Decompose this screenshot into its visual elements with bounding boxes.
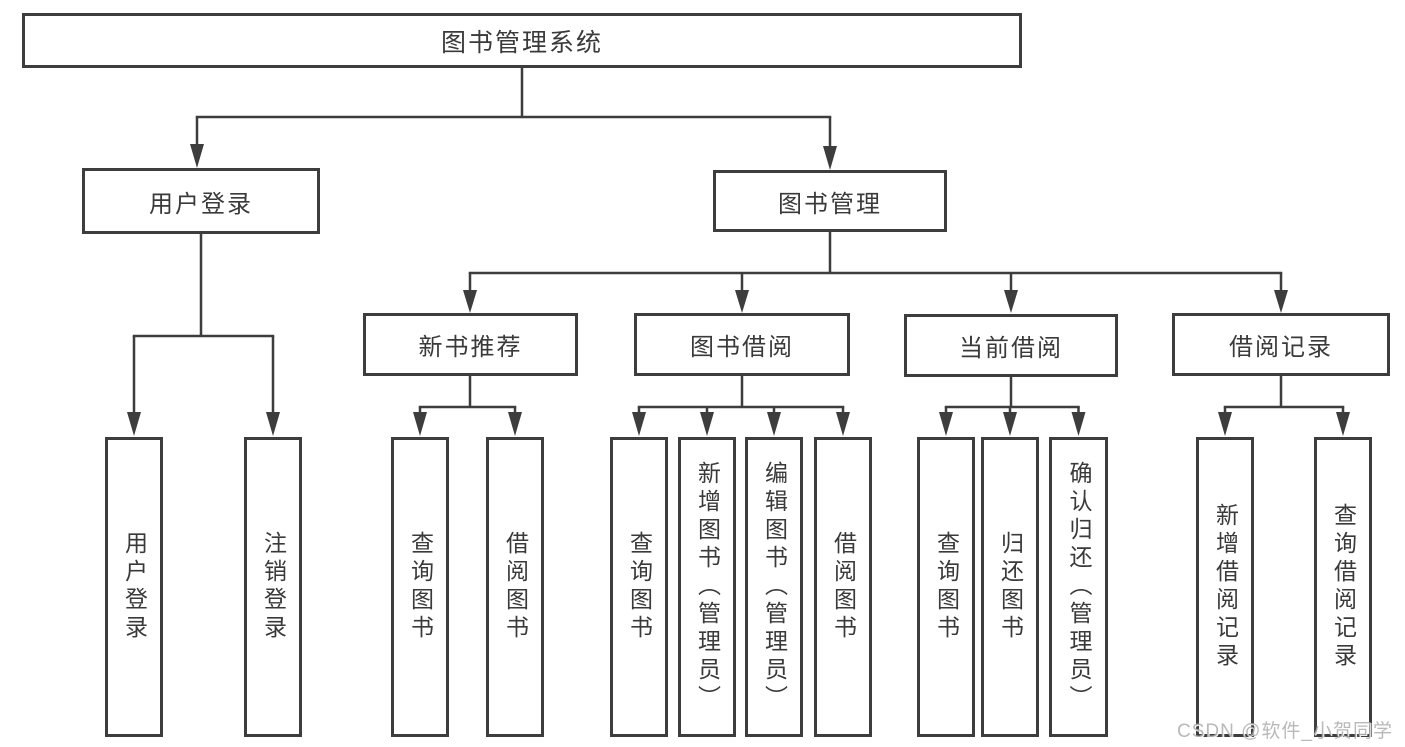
node-leaf-confirm-return-admin: 确认归还（管理员）: [1049, 437, 1108, 737]
node-leaf-query-books-3-label: 查询图书: [933, 531, 960, 643]
node-leaf-edit-books-admin-label: 编辑图书（管理员）: [761, 461, 788, 713]
node-leaf-borrow-books-2-label: 借阅图书: [830, 531, 857, 643]
node-user-login: 用户登录: [82, 168, 320, 234]
node-leaf-edit-books-admin: 编辑图书（管理员）: [745, 437, 803, 737]
node-leaf-query-books-2: 查询图书: [610, 437, 668, 737]
watermark-text: CSDN @软件_小贺同学: [1177, 721, 1393, 742]
node-borrowing-records-label: 借阅记录: [1229, 334, 1333, 361]
node-leaf-query-books-1-label: 查询图书: [407, 531, 434, 643]
node-leaf-return-books: 归还图书: [981, 437, 1039, 737]
node-leaf-user-login: 用户登录: [105, 437, 163, 737]
node-leaf-query-borrow-record: 查询借阅记录: [1314, 437, 1372, 737]
node-leaf-borrow-books-2: 借阅图书: [814, 437, 872, 737]
node-leaf-add-borrow-record: 新增借阅记录: [1196, 437, 1254, 737]
node-book-borrowing-label: 图书借阅: [690, 334, 794, 361]
node-leaf-borrow-books-1-label: 借阅图书: [502, 531, 529, 643]
node-leaf-add-books-admin: 新增图书（管理员）: [678, 437, 736, 737]
node-borrowing-records: 借阅记录: [1172, 313, 1390, 376]
node-leaf-confirm-return-admin-label: 确认归还（管理员）: [1066, 461, 1092, 713]
node-leaf-add-borrow-record-label: 新增借阅记录: [1212, 503, 1239, 671]
node-book-management: 图书管理: [713, 170, 947, 232]
node-leaf-user-login-label: 用户登录: [121, 531, 148, 643]
node-leaf-return-books-label: 归还图书: [997, 531, 1024, 643]
node-book-management-label: 图书管理: [778, 190, 882, 218]
node-current-borrowing: 当前借阅: [904, 314, 1118, 377]
node-new-book-recommendation: 新书推荐: [363, 313, 578, 376]
node-leaf-query-books-3: 查询图书: [917, 437, 975, 737]
node-leaf-logout: 注销登录: [244, 437, 302, 737]
node-leaf-borrow-books-1: 借阅图书: [486, 437, 544, 737]
node-leaf-logout-label: 注销登录: [260, 531, 287, 643]
node-book-borrowing: 图书借阅: [634, 313, 850, 376]
node-leaf-query-books-2-label: 查询图书: [626, 531, 653, 643]
node-leaf-query-borrow-record-label: 查询借阅记录: [1330, 503, 1357, 671]
node-library-management-system-label: 图书管理系统: [440, 28, 603, 57]
node-new-book-recommendation-label: 新书推荐: [418, 334, 523, 361]
node-user-login-label: 用户登录: [149, 190, 253, 218]
node-leaf-query-books-1: 查询图书: [391, 437, 449, 737]
node-current-borrowing-label: 当前借阅: [959, 335, 1063, 362]
node-library-management-system: 图书管理系统: [22, 13, 1022, 68]
node-leaf-add-books-admin-label: 新增图书（管理员）: [694, 461, 721, 713]
